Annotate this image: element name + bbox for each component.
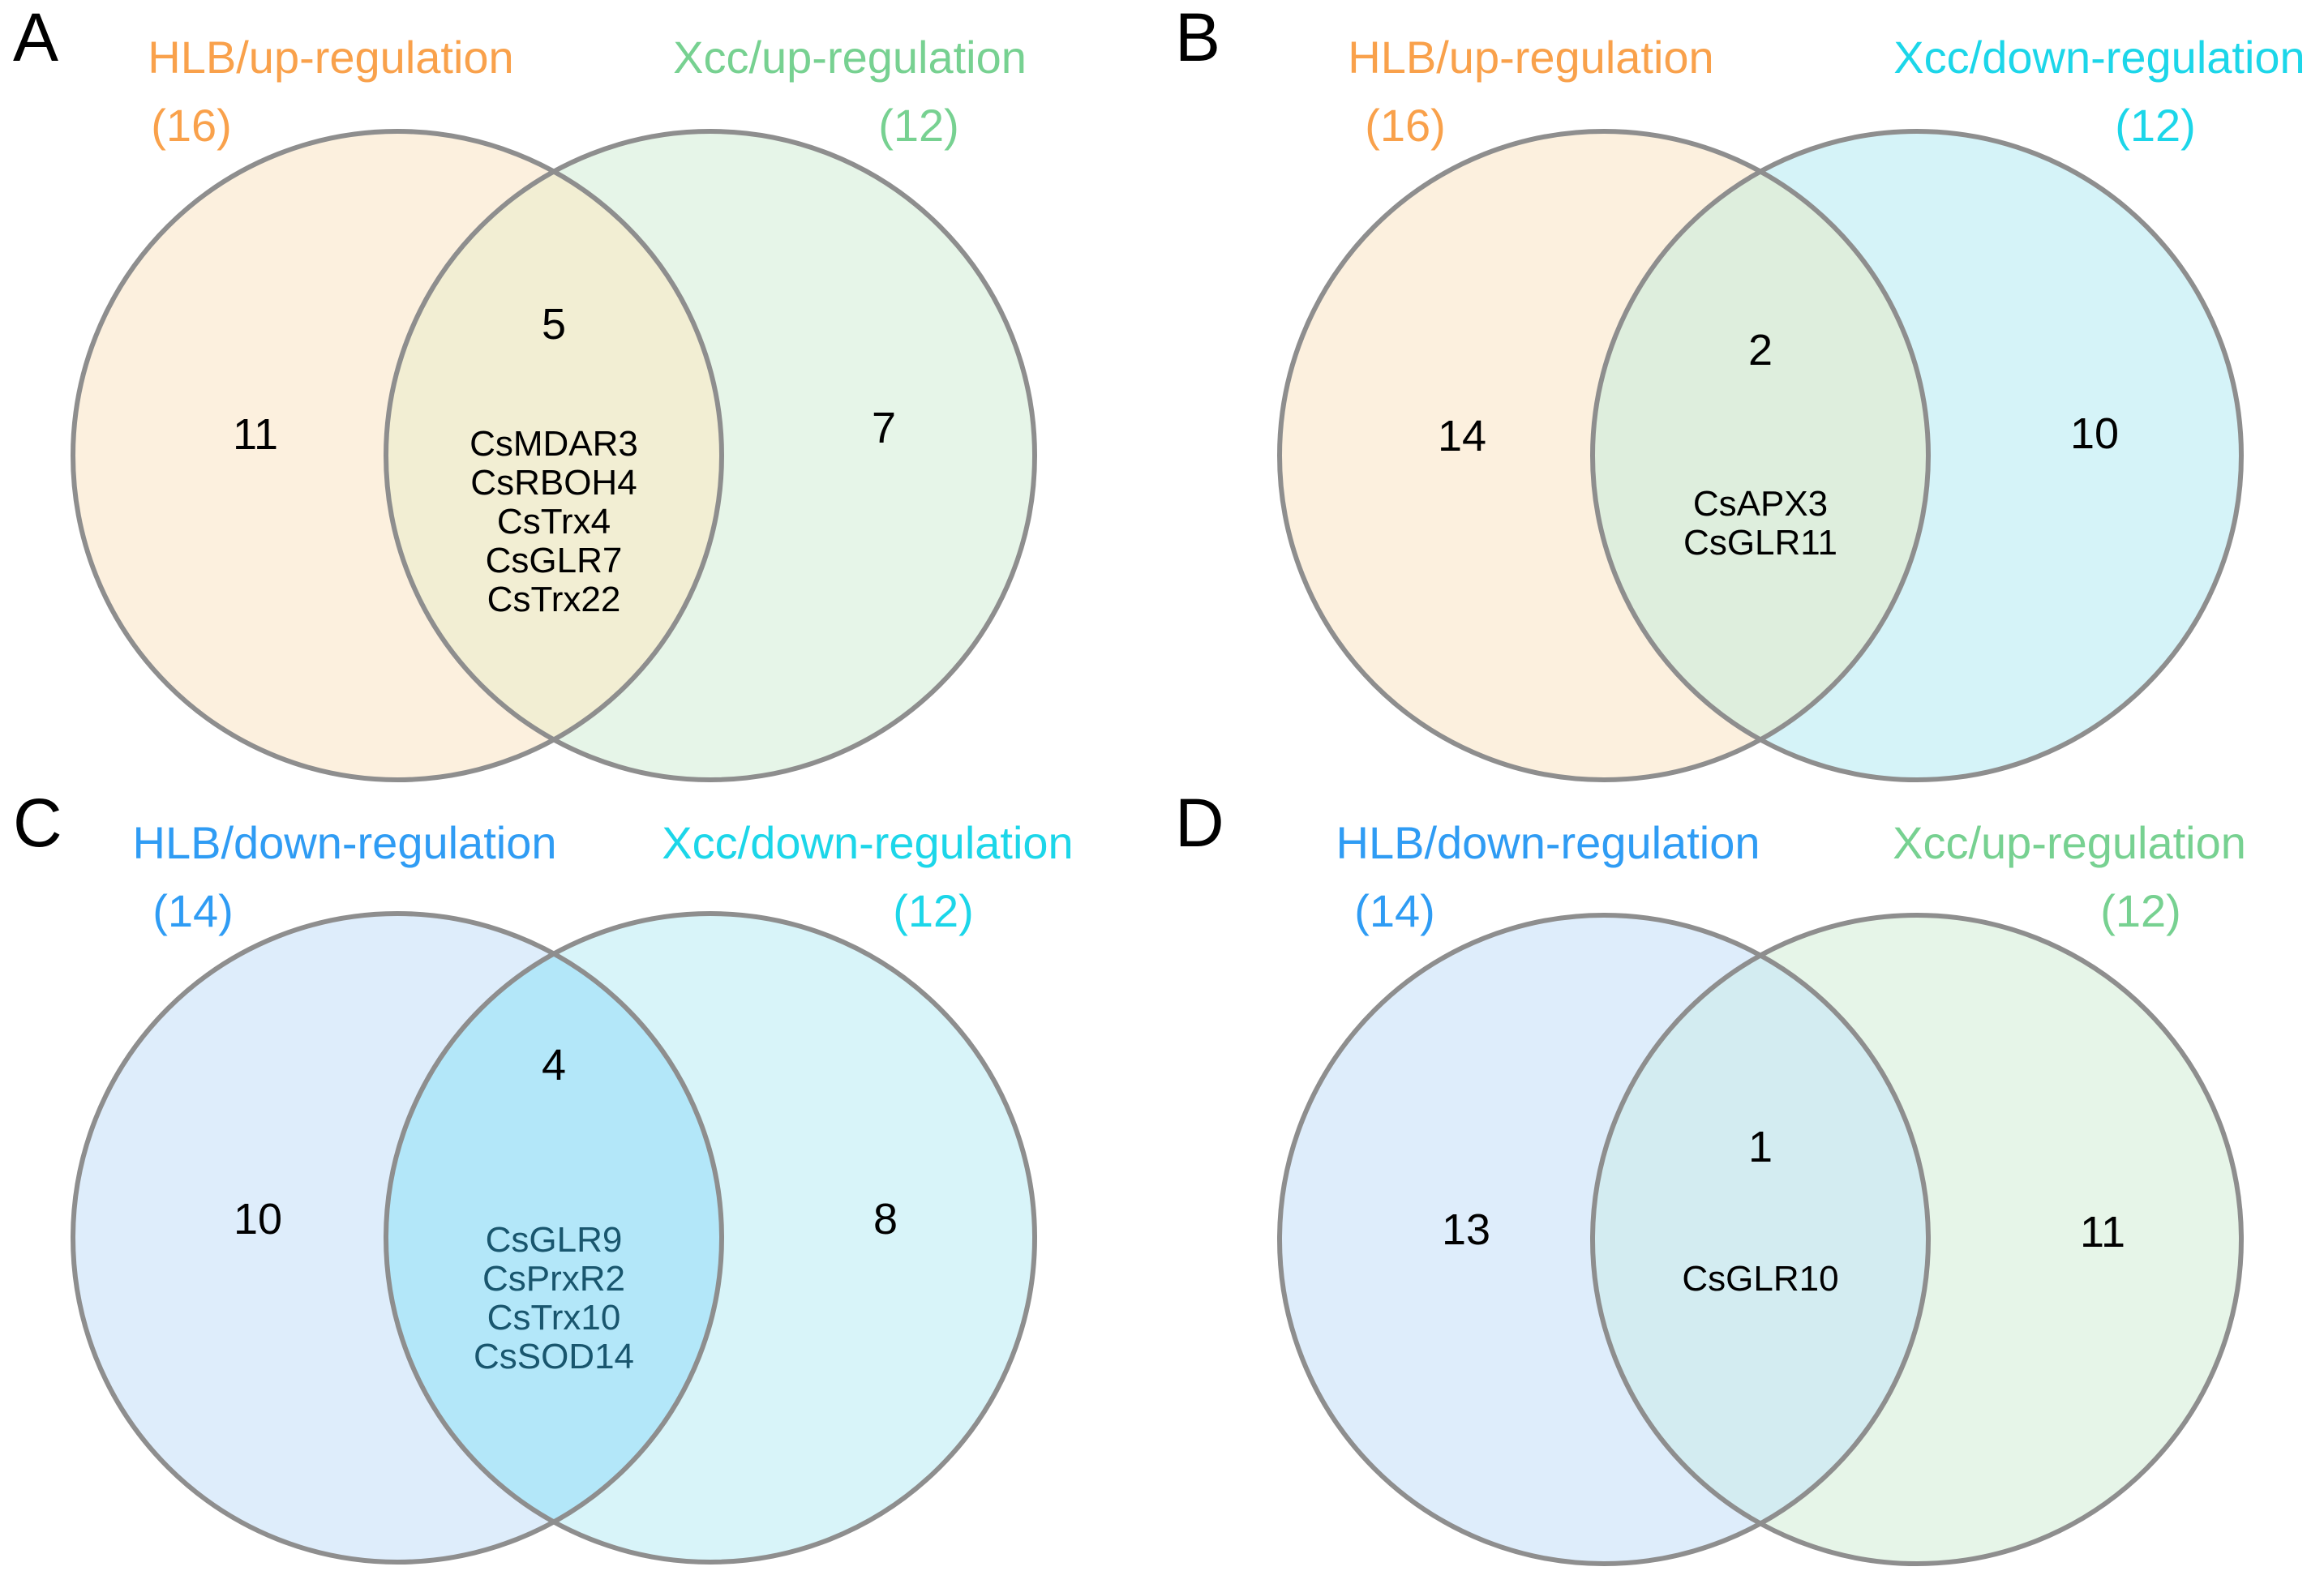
left-set-title: HLB/down-regulation (132, 817, 557, 868)
right-set-count: (12) (893, 885, 974, 936)
left-set-title: HLB/down-regulation (1336, 817, 1760, 868)
right-circle-outline (1590, 129, 2244, 782)
gene-label: CsGLR10 (1682, 1259, 1839, 1299)
overlap-count: 2 (1747, 326, 1773, 375)
gene-label: CsPrxR2 (482, 1259, 626, 1299)
right-only-count: 7 (871, 404, 897, 452)
gene-label: CsGLR11 (1683, 523, 1837, 563)
overlap-region (386, 131, 722, 780)
left-set-title: HLB/up-regulation (1348, 32, 1714, 83)
panel-label: A (13, 0, 59, 75)
venn-diagram-c (71, 911, 1037, 1565)
right-set-title: Xcc/down-regulation (1893, 32, 2305, 83)
right-circle-outline (384, 911, 1037, 1565)
panel-c: C HLB/down-regulation (14) Xcc/down-regu… (0, 786, 1162, 1571)
left-only-count: 10 (233, 1195, 283, 1244)
overlap-gene-list: CsGLR10 (1682, 1260, 1838, 1299)
gene-label: CsMDAR3 (470, 424, 638, 464)
left-only-count: 14 (1437, 412, 1487, 460)
right-set-count: (12) (2100, 885, 2181, 936)
right-set-title: Xcc/up-regulation (1893, 817, 2246, 868)
overlap-count: 1 (1747, 1123, 1773, 1171)
overlap-count: 5 (541, 300, 567, 349)
overlap-count: 4 (541, 1041, 567, 1089)
gene-label: CsTrx4 (496, 502, 611, 542)
panel-d: D HLB/down-regulation (14) Xcc/up-regula… (1162, 786, 2324, 1571)
venn-diagram-d (1277, 913, 2244, 1566)
right-set-title: Xcc/down-regulation (662, 817, 1074, 868)
panel-label: C (13, 785, 62, 861)
gene-label: CsTrx10 (487, 1298, 621, 1338)
right-circle-outline (1590, 913, 2244, 1566)
overlap-region (386, 914, 722, 1562)
left-only-count: 11 (232, 410, 279, 459)
right-circle-outline (384, 129, 1037, 782)
gene-label: CsGLR9 (485, 1220, 623, 1260)
gene-label: CsTrx22 (487, 580, 621, 619)
left-circle-outline (1277, 913, 1931, 1566)
gene-label: CsAPX3 (1692, 484, 1829, 524)
left-set-count: (16) (151, 100, 232, 151)
gene-label: CsRBOH4 (470, 463, 637, 503)
panel-a: A HLB/up-regulation (16) Xcc/up-regulati… (0, 0, 1162, 786)
right-only-count: 8 (873, 1195, 898, 1244)
left-set-count: (14) (1354, 885, 1435, 936)
left-circle-outline (71, 129, 724, 782)
left-only-count: 13 (1441, 1205, 1491, 1254)
gene-label: CsGLR7 (485, 541, 623, 580)
overlap-region (1593, 915, 1928, 1564)
gene-label: CsSOD14 (473, 1337, 635, 1376)
left-set-title: HLB/up-regulation (148, 32, 514, 83)
panel-b: B HLB/up-regulation (16) Xcc/down-regula… (1162, 0, 2324, 786)
venn-diagram-b (1277, 129, 2244, 782)
right-set-count: (12) (2115, 100, 2196, 151)
panel-label: B (1175, 0, 1221, 75)
panel-label: D (1175, 785, 1224, 861)
venn-diagram-a (71, 129, 1037, 782)
right-only-count: 10 (2069, 409, 2120, 458)
right-only-count: 11 (2079, 1208, 2126, 1256)
left-set-count: (16) (1365, 100, 1446, 151)
right-set-count: (12) (878, 100, 959, 151)
left-circle-outline (1277, 129, 1931, 782)
right-set-title: Xcc/up-regulation (673, 32, 1027, 83)
left-set-count: (14) (152, 885, 234, 936)
overlap-region (1593, 131, 1928, 780)
left-circle-outline (71, 911, 724, 1565)
